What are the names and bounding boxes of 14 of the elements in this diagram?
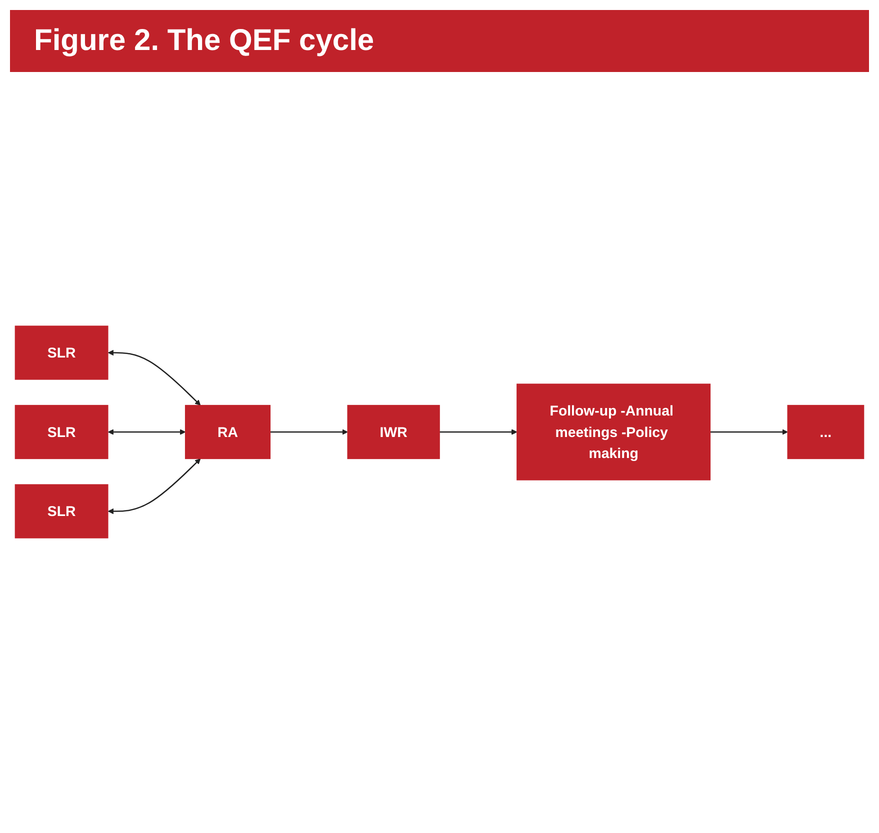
node-box: IWR (347, 404, 440, 460)
node-box: ... (787, 404, 864, 460)
node-box: RA (184, 404, 271, 460)
node-box: SLR (14, 326, 108, 380)
node-box: SLR (14, 404, 108, 460)
arrow (270, 429, 348, 435)
arrow (108, 458, 201, 514)
arrow (108, 350, 201, 406)
arrow (440, 429, 518, 435)
arrow (108, 429, 186, 435)
arrow (710, 429, 788, 435)
title-banner: Figure 2. The QEF cycle (10, 10, 869, 72)
node-box: SLR (14, 484, 108, 538)
node-box: Follow-up -Annual meetings -Policy making (516, 384, 711, 480)
